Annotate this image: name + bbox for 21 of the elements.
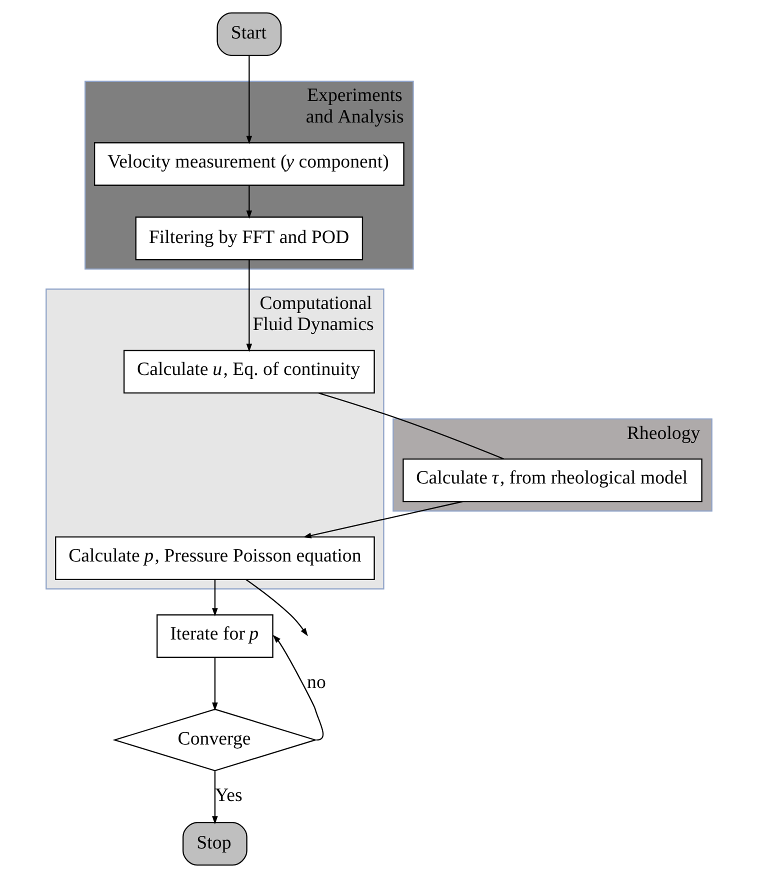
node-box: Start: [216, 12, 282, 56]
node-box: Calculate τ, from rheological model: [402, 458, 702, 502]
arrow: [246, 186, 252, 219]
arrow: [246, 260, 252, 352]
connector: [318, 392, 504, 460]
arrow: [212, 658, 218, 711]
arrow: [272, 634, 324, 741]
node-box: Calculate u, Eq. of continuity: [123, 350, 375, 394]
arrow: [302, 501, 463, 538]
arrow: [246, 579, 308, 636]
node-box: Stop: [182, 822, 248, 866]
node-diamond: Converge: [112, 708, 318, 772]
arrow: [212, 580, 218, 616]
node-box: Iterate for p: [156, 614, 274, 658]
node-box: Velocity measurement (y component): [94, 142, 404, 186]
arrow: [246, 56, 252, 144]
edge-label: Yes: [214, 785, 242, 806]
edge-label: no: [307, 672, 326, 693]
node-box: Calculate p, Pressure Poisson equation: [55, 536, 375, 580]
node-box: Filtering by FFT and POD: [135, 216, 364, 260]
arrow: [212, 771, 218, 824]
